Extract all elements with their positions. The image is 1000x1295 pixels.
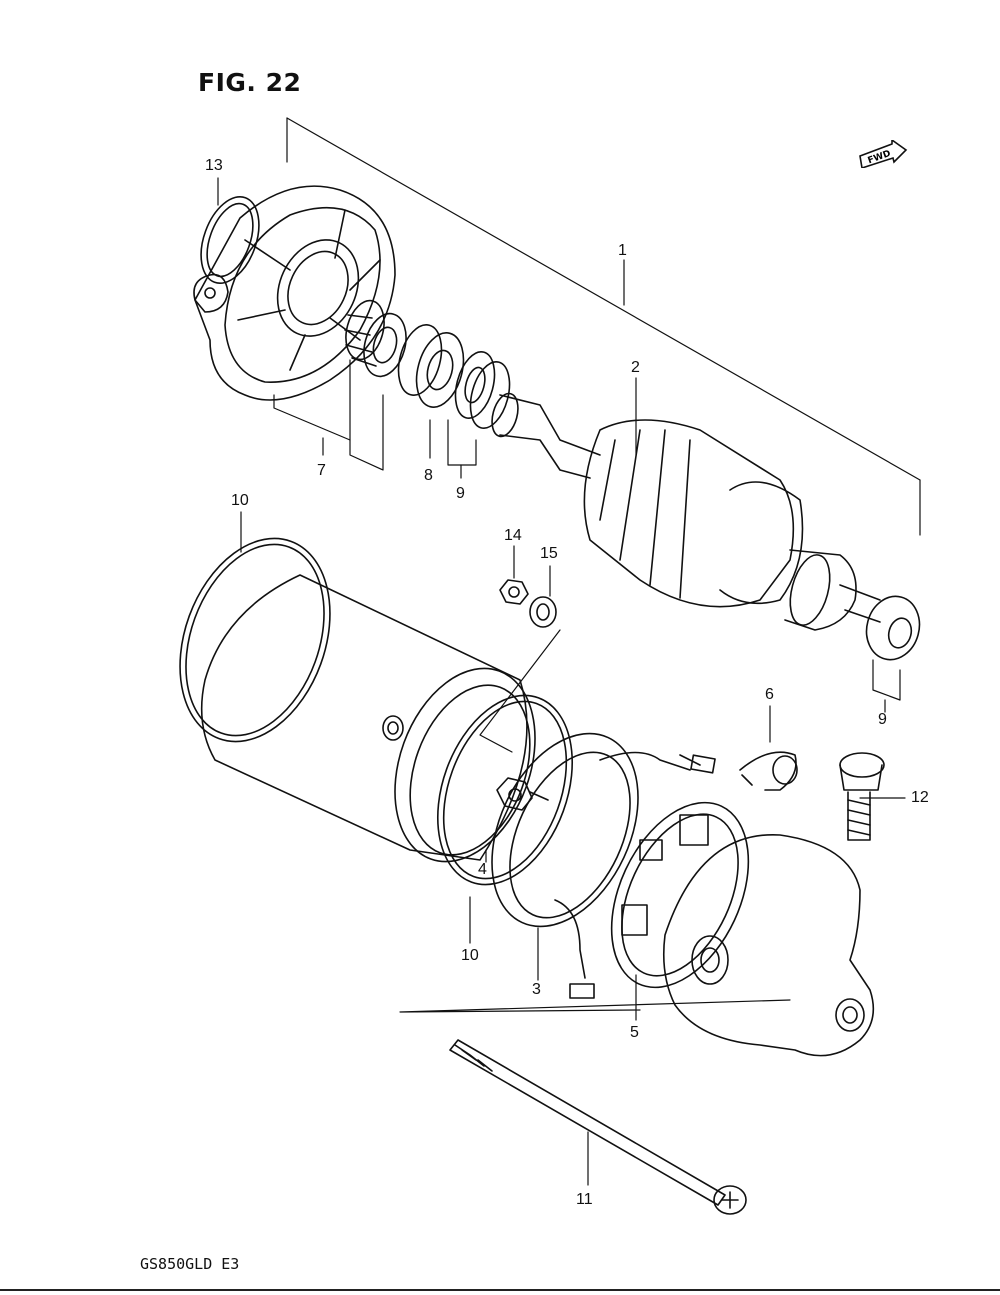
callout-13: 13	[205, 157, 223, 174]
o-ring-rear	[179, 537, 331, 743]
callout-6: 6	[765, 686, 774, 703]
terminal-nut	[499, 579, 529, 605]
callout-9-front: 9	[456, 485, 465, 502]
through-bolt	[449, 1039, 747, 1215]
leader-lines	[217, 117, 921, 1186]
brush-plate	[610, 801, 750, 989]
bottom-rule	[0, 1289, 1000, 1291]
callout-3: 3	[532, 981, 541, 998]
armature	[491, 392, 921, 661]
callout-15: 15	[540, 545, 558, 562]
callout-4: 4	[478, 861, 487, 878]
callout-11: 11	[576, 1191, 593, 1208]
o-ring-front	[436, 694, 574, 886]
callout-2: 2	[631, 359, 640, 376]
oil-seal	[397, 324, 465, 408]
callout-10-top: 10	[231, 492, 249, 509]
brush-spring	[739, 751, 798, 791]
callout-14: 14	[504, 527, 522, 544]
rear-end-cover	[662, 834, 875, 1057]
figure-title: FIG. 22	[198, 68, 302, 97]
terminal-washer	[529, 596, 557, 628]
callout-10-bottom: 10	[461, 947, 479, 964]
callout-8: 8	[424, 467, 433, 484]
front-end-cover	[193, 185, 396, 401]
model-code: GS850GLD E3	[140, 1255, 240, 1273]
yoke-housing	[200, 574, 536, 863]
brush-holder-plate	[491, 732, 716, 999]
callout-7: 7	[317, 462, 326, 479]
callout-1: 1	[618, 242, 627, 259]
fwd-arrow-icon: FWD	[859, 140, 908, 168]
callout-12: 12	[911, 789, 929, 806]
callout-5: 5	[630, 1024, 639, 1041]
bearing	[344, 299, 407, 378]
screw	[839, 752, 885, 841]
thrust-washer-front	[454, 351, 511, 429]
callout-9-rear: 9	[878, 711, 887, 728]
